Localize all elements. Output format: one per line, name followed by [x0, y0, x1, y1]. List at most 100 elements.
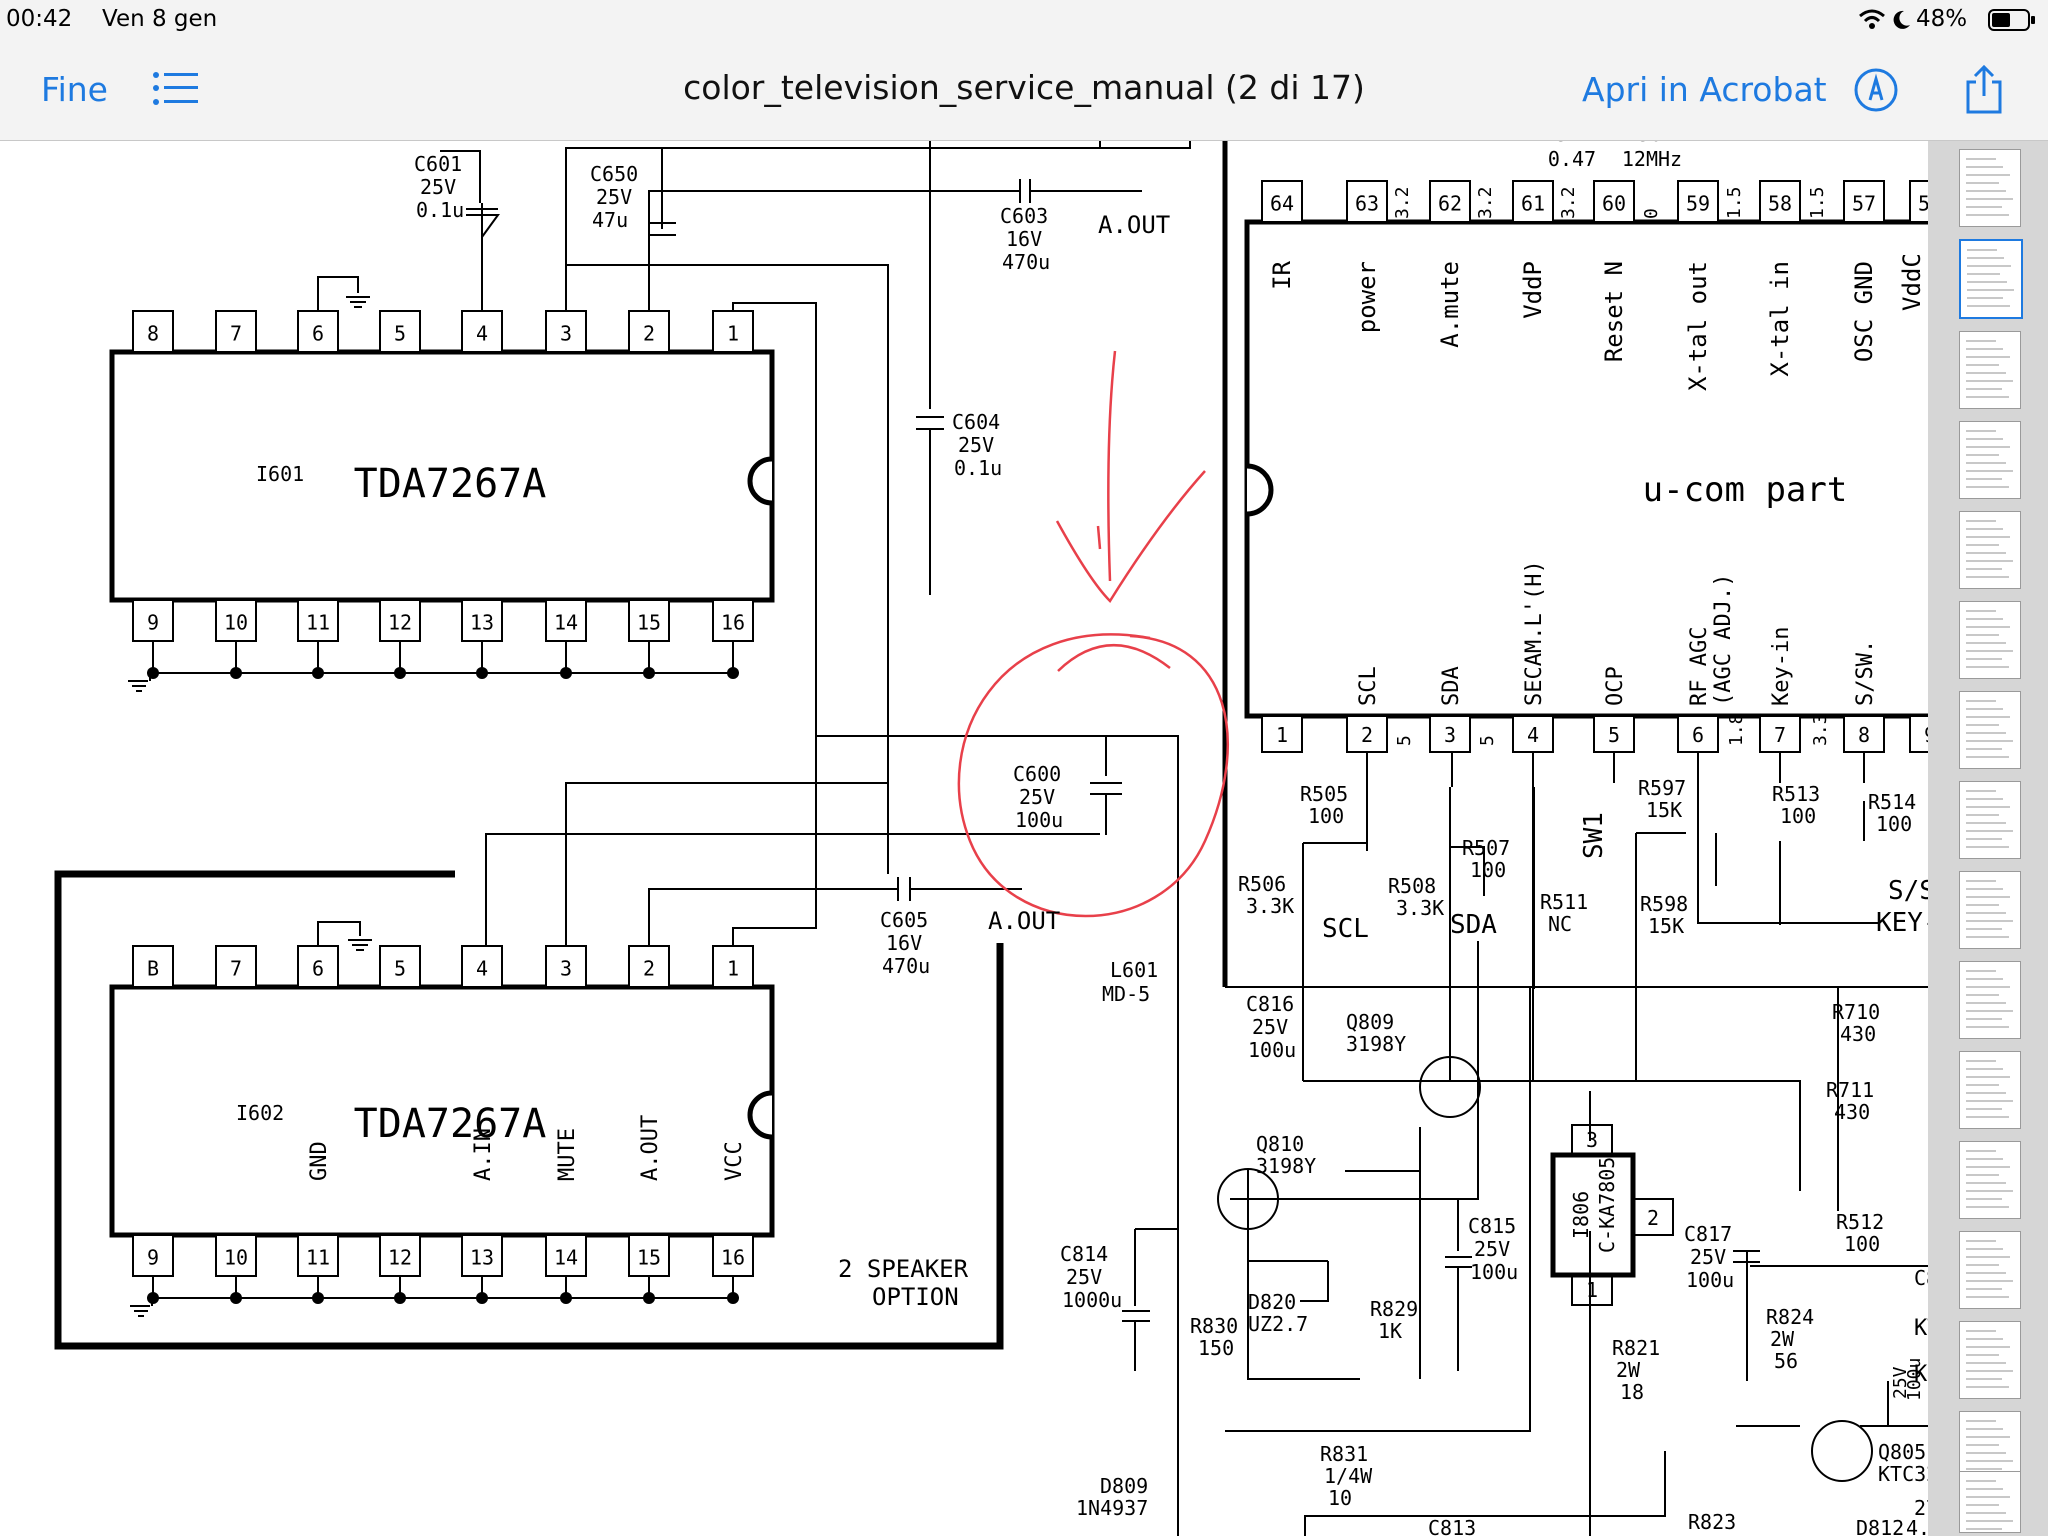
page-thumbnail[interactable] [1959, 601, 2021, 679]
kt-label: KT [1914, 1316, 1930, 1341]
diode-d812-ref: D812 [1856, 1516, 1904, 1536]
thumbnail-line [1966, 1060, 1996, 1062]
page-thumbnail[interactable] [1959, 331, 2021, 409]
thumbnail-line [1966, 1116, 2009, 1118]
resistor-r711-value: 430 [1834, 1100, 1870, 1124]
ic2-pin-bottom-5: 14 [554, 1246, 578, 1270]
ic1-pin-bottom-7: 16 [721, 611, 745, 635]
ucom-top-name-1: power [1353, 261, 1381, 333]
thumbnail-line [1966, 666, 2009, 668]
thumbnail-line [1967, 305, 2010, 307]
ic1-pin-top-4: 4 [476, 322, 488, 346]
ucom-pin-top-5: 59 [1686, 192, 1710, 216]
resistor-r512-value: 100 [1844, 1232, 1880, 1256]
ucom-pin-bottom-6: 7 [1774, 723, 1786, 747]
page-thumbnail[interactable] [1959, 1321, 2021, 1399]
thumbnail-line [1966, 348, 2003, 350]
thumbnail-line [1967, 297, 2003, 299]
thumbnail-line [1966, 470, 2013, 472]
thumbnail-line [1966, 380, 2013, 382]
open-in-acrobat-button[interactable]: Apri in Acrobat [1582, 70, 1827, 109]
cap-c605-ref: C605 [880, 908, 928, 932]
thumbnail-line [1966, 1444, 1999, 1446]
ucom-bottom-name-0: SCL [1356, 666, 1381, 706]
thumbnail-line [1966, 1488, 2003, 1490]
page-thumbnail[interactable] [1959, 871, 2021, 949]
thumbnail-line [1966, 1256, 2010, 1258]
ssw-label: S/SW [1888, 876, 1930, 906]
cap-c605-value: 470u [882, 954, 930, 978]
resistor-r824-watt: 2W [1770, 1327, 1795, 1351]
cap-c604-voltage: 25V [958, 433, 994, 457]
diode-d809-value: 1N4937 [1076, 1496, 1148, 1520]
thumbnail-line [1966, 1076, 2010, 1078]
inductor-value: MD-5 [1102, 982, 1150, 1006]
markup-icon[interactable] [1853, 67, 1899, 113]
ic2-name: TDA7267A [354, 1101, 547, 1147]
thumbnail-line [1966, 340, 1996, 342]
page-thumbnail[interactable] [1959, 421, 2021, 499]
junction-dot [312, 1292, 324, 1304]
ic2-pin-bottom-0: 9 [147, 1246, 159, 1270]
ic2-pin-name-3: A.OUT [638, 1115, 663, 1181]
ic1-pin-bottom-3-box [379, 599, 421, 642]
page-thumbnail[interactable] [1959, 1051, 2021, 1129]
page-thumbnail[interactable] [1959, 1471, 2021, 1533]
inductor-ref: L601 [1110, 958, 1158, 982]
thumbnail-line [1967, 289, 2014, 291]
ucom-pin-top-1-box [1346, 180, 1388, 223]
sda-label: SDA [1450, 910, 1497, 940]
ic1-pin-top-6: 2 [643, 322, 655, 346]
junction-dot [147, 667, 159, 679]
ucom-pin-top-6-box [1759, 180, 1801, 223]
page-thumbnail[interactable] [1959, 511, 2021, 589]
thumbnail-line [1966, 568, 2002, 570]
thumbnail-line [1966, 1280, 2013, 1282]
thumbnail-line [1966, 986, 2010, 988]
ic2-pin-top-3-box [379, 945, 421, 988]
page-thumbnail[interactable] [1959, 691, 2021, 769]
ucom-top-name-7: OSC GND [1850, 261, 1878, 362]
ic2-pin-name-2: MUTE [555, 1128, 580, 1181]
ic1-pin-bottom-5: 14 [554, 611, 578, 635]
thumbnail-line [1966, 618, 2003, 620]
cap-c600-voltage: 25V [1019, 785, 1055, 809]
resistor-r598-value: 15K [1648, 914, 1684, 938]
resistor-r821-watt: 2W [1616, 1358, 1641, 1382]
ic2-pin-top-0: B [147, 957, 159, 981]
page-thumbnail[interactable] [1959, 1141, 2021, 1219]
ucom-pin-top-5-box [1677, 180, 1719, 223]
resistor-r597-ref: R597 [1638, 776, 1686, 800]
cap-c814-value: 1000u [1062, 1288, 1122, 1312]
status-date: Ven 8 gen [102, 6, 218, 32]
done-button[interactable]: Fine [41, 70, 108, 109]
page-thumbnail[interactable] [1959, 781, 2021, 859]
list-icon[interactable] [152, 71, 200, 107]
transistor-q805-value: KTC320 [1878, 1462, 1930, 1486]
thumbnail-line [1966, 1206, 2009, 1208]
page-thumbnail[interactable] [1959, 1231, 2021, 1309]
resistor-r821-value: 18 [1620, 1380, 1644, 1404]
junction-dot [560, 667, 572, 679]
resistor-r824-ref: R824 [1766, 1305, 1814, 1329]
thumbnail-line [1966, 214, 2009, 216]
resistor-r597-value: 15K [1646, 798, 1682, 822]
battery-icon [1988, 9, 2035, 31]
thumbnail-line [1966, 880, 1996, 882]
ic1-ref: I601 [256, 462, 304, 486]
page-thumbnail[interactable] [1959, 961, 2021, 1039]
share-icon[interactable] [1964, 64, 2004, 116]
thumbnail-line [1966, 372, 2006, 374]
ic2-pin-top-4-box [461, 945, 503, 988]
cap-c814-ref: C814 [1060, 1242, 1108, 1266]
page-thumbnails-sidebar[interactable] [1928, 141, 2048, 1536]
junction-dot [312, 667, 324, 679]
thumbnail-line [1966, 1010, 2013, 1012]
regulator-pin-1: 1 [1586, 1278, 1598, 1302]
page-thumbnail[interactable] [1959, 149, 2021, 227]
page-thumbnail[interactable] [1959, 239, 2023, 319]
ic2-pin-name-4: VCC [722, 1141, 747, 1181]
resistor-r507-ref: R507 [1462, 836, 1510, 860]
thumbnail-line [1966, 190, 2006, 192]
